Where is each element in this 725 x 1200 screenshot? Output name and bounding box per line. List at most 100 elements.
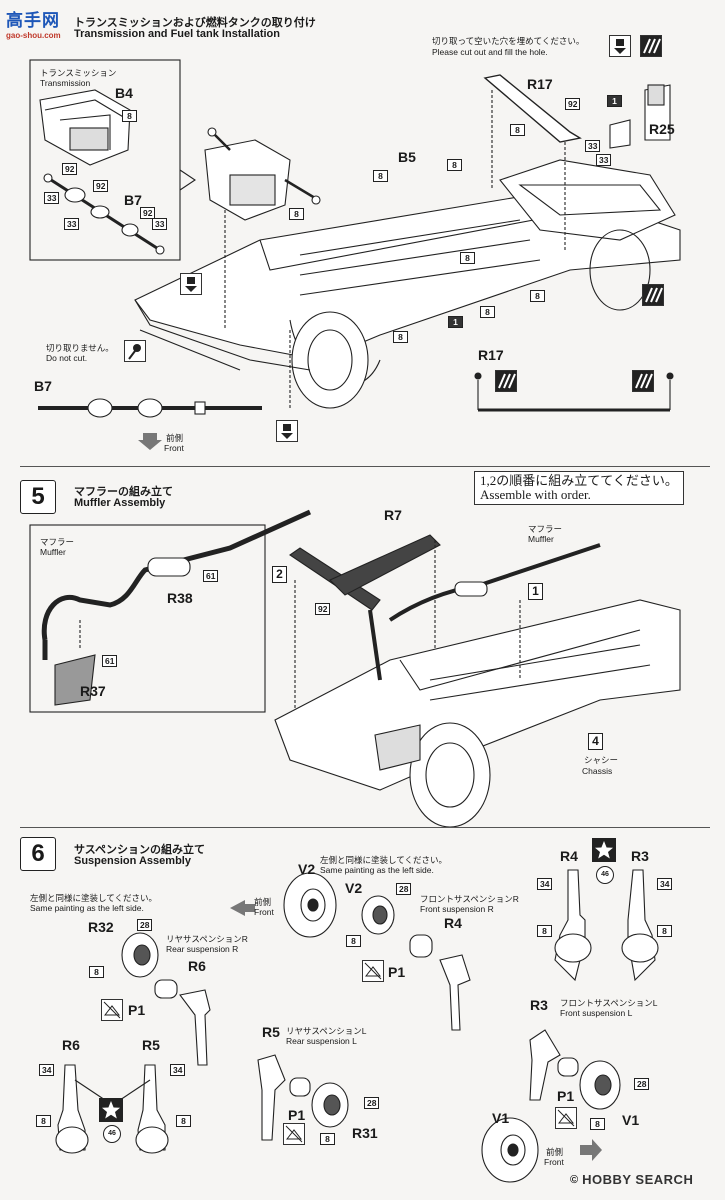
cut-hole-icon-3 bbox=[276, 420, 298, 442]
front-label-jp-step4: 前側 bbox=[166, 433, 184, 443]
inset-transmission-jp: トランスミッション bbox=[40, 68, 117, 78]
brake-rotor-v2 bbox=[283, 872, 337, 938]
paint-p1-icon-d bbox=[283, 1123, 305, 1145]
no-cut-note-en: Do not cut. bbox=[46, 353, 88, 363]
num-8-h: 8 bbox=[480, 306, 495, 318]
front-label-en-s6: Front bbox=[254, 907, 274, 917]
chassis-label-en: Chassis bbox=[582, 766, 613, 776]
cut-fill-note-en: Please cut out and fill the hole. bbox=[432, 47, 548, 57]
cut-hole-icon-3-svg bbox=[281, 424, 293, 439]
assemble-order-note-jp: 1,2の順番に組み立ててください。 bbox=[480, 473, 678, 488]
num-8-a: 8 bbox=[122, 110, 137, 122]
paint-stripe-icon-3 bbox=[495, 370, 517, 392]
part-r37: R37 bbox=[80, 683, 106, 699]
paint-46-badge-b: 46 bbox=[103, 1125, 121, 1143]
paint-p1-icon-d-svg bbox=[285, 1125, 303, 1143]
part-r4: R4 bbox=[444, 915, 462, 931]
muffler-inset-frame bbox=[29, 524, 266, 713]
num-28-b: 28 bbox=[137, 919, 153, 931]
exhaust-r7-drawing bbox=[289, 534, 441, 730]
paint-46-badge-a: 46 bbox=[596, 866, 614, 884]
part-r5: R5 bbox=[262, 1024, 280, 1040]
driveshaft-b7-bottom bbox=[38, 398, 262, 418]
transmission-main-drawing bbox=[204, 127, 321, 221]
brake-rotor-v1 bbox=[481, 1117, 539, 1183]
muffler-label-jp: マフラー bbox=[528, 524, 563, 534]
bar-r17-drawing bbox=[483, 74, 582, 250]
num-34-a: 34 bbox=[537, 878, 553, 890]
front-arrow-step6b bbox=[580, 1139, 602, 1161]
part-b7-bottom: B7 bbox=[34, 378, 52, 394]
part-r17-bottom: R17 bbox=[478, 347, 504, 363]
chassis-label-jp: シャシー bbox=[584, 755, 619, 765]
step6-title-jp: サスペンションの組み立て bbox=[74, 844, 206, 856]
step5-title-jp: マフラーの組み立て bbox=[74, 486, 173, 498]
step4-title-en: Transmission and Fuel tank Installation bbox=[74, 28, 280, 40]
num-33-c: 33 bbox=[152, 218, 168, 230]
part-r5b: R5 bbox=[142, 1037, 160, 1053]
part-v2: V2 bbox=[298, 861, 316, 877]
front-label-jp-s6b: 前側 bbox=[546, 1147, 564, 1157]
hobby-search-text: HOBBY SEARCH bbox=[582, 1172, 694, 1187]
part-v1: V1 bbox=[622, 1112, 640, 1128]
part-b7-inset: B7 bbox=[124, 192, 142, 208]
num-1-b: 1 bbox=[448, 316, 463, 328]
tank-r25-drawing bbox=[609, 84, 671, 149]
front-susp-l-en: Front suspension L bbox=[560, 1008, 633, 1018]
num-8-s6c: 8 bbox=[537, 925, 552, 937]
chassis-step4-drawing bbox=[134, 159, 681, 410]
part-b4: B4 bbox=[115, 85, 133, 101]
same-paint-jp-a: 左側と同様に塗装してください。 bbox=[320, 855, 447, 865]
star-icon-a-svg bbox=[595, 841, 613, 859]
paint-stripe-icon-svg bbox=[643, 38, 661, 54]
part-r6b: R6 bbox=[62, 1037, 80, 1053]
cut-hole-icon bbox=[609, 35, 631, 57]
no-cut-icon bbox=[124, 340, 146, 362]
paint-stripe-icon-2 bbox=[642, 284, 664, 306]
inset-pointer bbox=[179, 169, 196, 191]
hobby-search-logo: © HOBBY SEARCH bbox=[570, 1172, 693, 1187]
paint-p1-icon-b-svg bbox=[103, 1001, 121, 1019]
front-label-en-s6b: Front bbox=[544, 1157, 564, 1167]
num-28-c: 28 bbox=[634, 1078, 650, 1090]
num-34-c: 34 bbox=[39, 1064, 55, 1076]
cut-hole-icon-2-svg bbox=[185, 277, 197, 292]
part-r31: R31 bbox=[352, 1125, 378, 1141]
paint-p1-icon-c-svg bbox=[557, 1109, 575, 1127]
star-icon-b bbox=[99, 1098, 123, 1122]
num-8-s6h: 8 bbox=[176, 1115, 191, 1127]
num-8-s6d: 8 bbox=[657, 925, 672, 937]
num-8-i: 8 bbox=[393, 331, 408, 343]
part-v1b: V1 bbox=[492, 1110, 510, 1126]
assemble-order-note-en: Assemble with order. bbox=[480, 487, 591, 502]
part-r32: R32 bbox=[88, 919, 114, 935]
num-92-step5: 92 bbox=[315, 603, 331, 615]
num-8-s6e: 8 bbox=[590, 1118, 605, 1130]
struts-r6-r5 bbox=[55, 1064, 169, 1154]
num-8-s6g: 8 bbox=[36, 1115, 51, 1127]
part-r3: R3 bbox=[631, 848, 649, 864]
paint-stripe-icon-2-svg bbox=[645, 287, 663, 303]
muffler-inset-en: Muffler bbox=[40, 547, 66, 557]
part-p1-c: P1 bbox=[557, 1088, 575, 1104]
bar-r17-front-view bbox=[474, 372, 674, 412]
num-1-a: 1 bbox=[607, 95, 622, 107]
rear-susp-r-jp: リヤサスペンションR bbox=[166, 934, 248, 944]
part-r7: R7 bbox=[384, 507, 402, 523]
star-icon-a bbox=[592, 838, 616, 862]
step-6-number: 6 bbox=[20, 837, 56, 871]
transmission-inset-frame bbox=[29, 59, 181, 261]
front-susp-r-jp: フロントサスペンションR bbox=[420, 894, 519, 904]
star-icon-b-svg bbox=[102, 1101, 120, 1119]
part-r4b: R4 bbox=[560, 848, 578, 864]
part-r17: R17 bbox=[527, 76, 553, 92]
num-33-d: 33 bbox=[585, 140, 601, 152]
num-92-a: 92 bbox=[62, 163, 78, 175]
order-1-label: 1 bbox=[528, 583, 543, 600]
same-paint-en-b: Same painting as the left side. bbox=[30, 903, 144, 913]
front-susp-r-en: Front suspension R bbox=[420, 904, 494, 914]
part-p1-d: P1 bbox=[288, 1107, 306, 1123]
num-92-c: 92 bbox=[140, 207, 156, 219]
cut-hole-icon-2 bbox=[180, 273, 202, 295]
